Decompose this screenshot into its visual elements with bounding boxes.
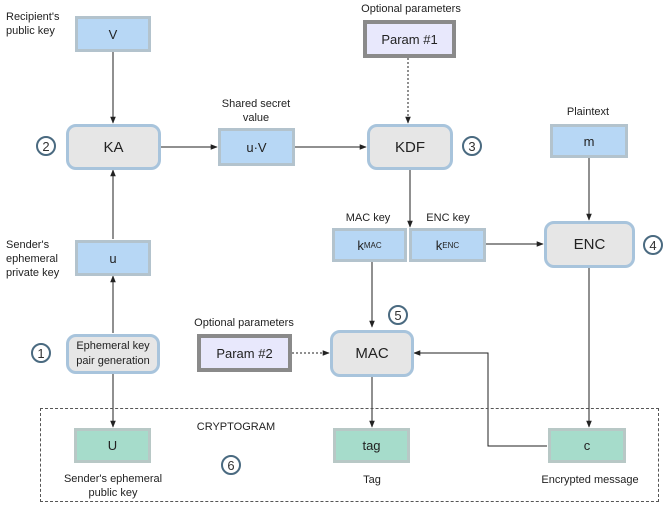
encryption-box: ENC xyxy=(544,221,635,268)
tag-label: Tag xyxy=(363,474,381,486)
optional-params-mid-label: Optional parameters xyxy=(194,317,294,329)
ciphertext-box: c xyxy=(548,428,626,463)
recipient-public-key-label: Recipient's public key xyxy=(6,10,59,38)
sender-private-key-label: Sender's ephemeral private key xyxy=(6,238,59,280)
arrow-c-to-mac xyxy=(413,350,547,447)
key-agreement-box: KA xyxy=(66,124,161,170)
label-line: public key xyxy=(6,25,55,37)
enc-key-label: ENC key xyxy=(426,212,470,224)
step-2-badge: 2 xyxy=(36,136,56,156)
shared-secret-label: Shared secret value xyxy=(210,97,302,125)
label-line: ephemeral xyxy=(6,253,58,265)
keygen-line: pair generation xyxy=(76,355,150,367)
enc-key-base: k xyxy=(435,237,443,253)
mac-key-subscript: MAC xyxy=(363,240,382,250)
shared-secret-box: u·V xyxy=(218,128,295,166)
sender-private-key-box: u xyxy=(75,240,151,276)
label-line: Sender's ephemeral xyxy=(63,473,163,485)
keygen-line: Ephemeral key xyxy=(76,340,150,352)
optional-params-top-label: Optional parameters xyxy=(361,3,461,15)
mac-key-label: MAC key xyxy=(345,212,391,224)
step-1-badge: 1 xyxy=(31,343,51,363)
tag-box: tag xyxy=(333,428,410,463)
mac-box: MAC xyxy=(330,330,414,377)
step-4-badge: 4 xyxy=(643,235,663,255)
param1-box: Param #1 xyxy=(363,20,456,58)
encrypted-message-label: Encrypted message xyxy=(541,474,639,486)
label-line: value xyxy=(242,112,270,124)
cryptogram-frame xyxy=(40,408,659,502)
plaintext-box: m xyxy=(550,124,628,158)
step-5-badge: 5 xyxy=(388,305,408,325)
label-line: public key xyxy=(88,487,138,499)
param2-box: Param #2 xyxy=(197,334,292,372)
mac-key-base: k xyxy=(357,237,364,253)
sender-public-key-box: U xyxy=(74,428,151,463)
plaintext-label: Plaintext xyxy=(566,106,610,118)
step-3-badge: 3 xyxy=(462,136,482,156)
label-line: Sender's xyxy=(6,239,50,251)
cryptogram-label: CRYPTOGRAM xyxy=(196,421,276,433)
step-6-badge: 6 xyxy=(221,455,241,475)
keygen-box: Ephemeral key pair generation xyxy=(66,334,160,374)
enc-key-subscript: ENC xyxy=(442,240,460,250)
label-line: private key xyxy=(6,267,60,279)
kdf-box: KDF xyxy=(367,124,453,170)
recipient-public-key-box: V xyxy=(75,16,151,52)
sender-public-key-label: Sender's ephemeral public key xyxy=(56,472,170,500)
label-line: Shared secret xyxy=(221,98,291,110)
label-line: Recipient's xyxy=(6,11,60,23)
